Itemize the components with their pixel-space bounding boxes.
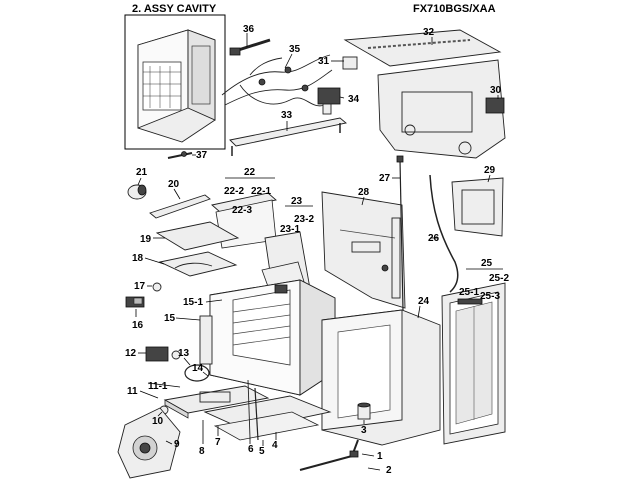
callout-18: 18 [132,253,144,264]
part-4-8-bottom-panels [203,379,332,441]
part-25-door-assembly [441,282,506,445]
callout-25-2: 25-2 [489,273,509,284]
part-31-bracket [342,56,358,70]
part-12-igniter [145,346,181,362]
part-18-duct [158,251,238,277]
callout-9: 9 [174,439,180,450]
callout-17: 17 [134,281,146,292]
callout-22-1: 22-1 [251,186,271,197]
part-36-element [229,38,271,56]
callout-13: 13 [178,348,190,359]
callout-26: 26 [428,233,440,244]
part-17-bulb [152,282,162,292]
callout-22-3: 22-3 [232,205,252,216]
part-37-sensor [167,151,193,159]
callout-10: 10 [152,416,164,427]
callout-8: 8 [199,446,205,457]
callout-12: 12 [125,348,137,359]
part-24-outer-housing [321,309,441,446]
callout-23-2: 23-2 [294,214,314,225]
callout-28: 28 [358,187,370,198]
callout-37: 37 [196,150,208,161]
callout-34: 34 [348,94,360,105]
callout-22: 22 [244,167,256,178]
part-15-1-oven-cavity [209,279,336,396]
part-33-top-rail [229,117,348,156]
part-9-heat-shield [117,407,181,479]
callout-6: 6 [248,444,254,455]
callout-16: 16 [132,320,144,331]
callout-19: 19 [140,234,152,245]
callout-20: 20 [168,179,180,190]
part-13-14-wire-coil [184,364,210,382]
part-34-valve [317,87,341,115]
callout-7: 7 [215,437,221,448]
callout-36: 36 [243,24,255,35]
part-27-rod [396,155,404,311]
callout-33: 33 [281,110,293,121]
part-15-side-bracket [199,315,213,365]
part-35-wire-harness [221,54,333,107]
part-1-2-rod [299,439,359,471]
part-19-insulation [155,221,240,251]
model-number: FX710BGS/XAA [413,3,496,15]
assy-cavity-inset [124,14,226,150]
callout-25: 25 [481,258,493,269]
callout-11-1: 11-1 [148,381,168,392]
callout-21: 21 [136,167,148,178]
part-28-rear-frame [321,191,406,309]
callout-25-3: 25-3 [480,291,500,302]
part-11-burner-assembly [163,385,270,419]
part-29-rear-panel [451,177,504,237]
part-21-knob [127,184,147,200]
callout-31: 31 [318,56,330,67]
part-16-switch [125,296,145,308]
section-title: 2. ASSY CAVITY [132,3,217,15]
callout-15-1: 15-1 [183,297,203,308]
part-20-bracket [149,194,211,219]
callout-15: 15 [164,313,176,324]
callout-22-2: 22-2 [224,186,244,197]
callout-2: 2 [386,465,392,476]
callout-30: 30 [490,85,502,96]
callout-23-1: 23-1 [280,224,300,235]
callout-25-1: 25-1 [459,287,479,298]
part-3-plug [357,402,371,420]
callout-27: 27 [379,173,391,184]
callout-32: 32 [423,27,435,38]
callout-4: 4 [272,440,278,451]
callout-24: 24 [418,296,430,307]
callout-29: 29 [484,165,496,176]
callout-11: 11 [127,386,138,397]
callout-3: 3 [361,425,367,436]
part-26-tube [429,174,459,293]
callout-14: 14 [192,363,204,374]
callout-5: 5 [259,446,265,457]
part-32-rear-top-panel [343,29,502,67]
callout-1: 1 [377,451,383,462]
callout-35: 35 [289,44,301,55]
callout-23: 23 [291,196,303,207]
callout-labels: 36 35 32 31 34 30 33 37 22 22-2 22-1 22-… [125,24,509,476]
part-30-back-panel [377,59,506,159]
